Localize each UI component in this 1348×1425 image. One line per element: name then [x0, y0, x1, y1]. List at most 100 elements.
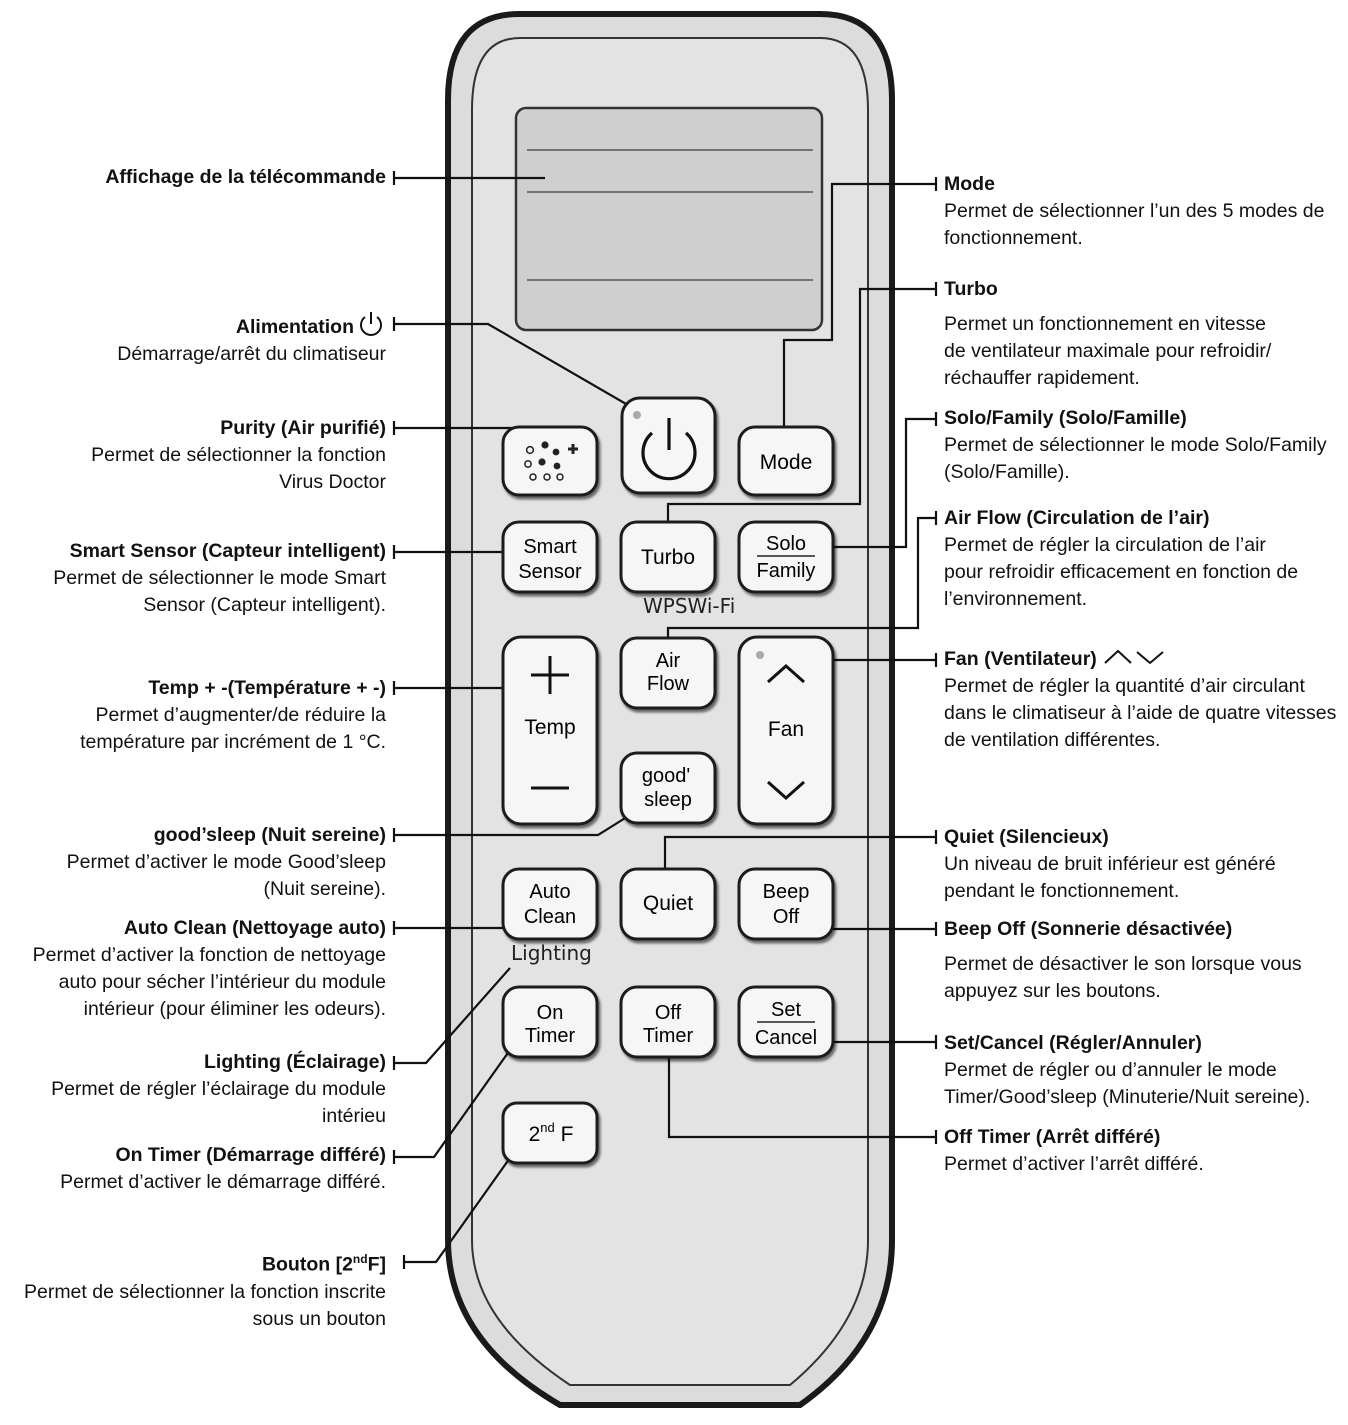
callout-temp-title: Temp + -(Température + -): [148, 677, 386, 699]
callout-power-title: Alimentation: [235, 316, 354, 338]
callout-airflow-desc: Permet de régler la circulation de l’air…: [944, 534, 1299, 610]
callout-goodsleep-title: good’sleep (Nuit sereine): [153, 824, 386, 846]
solo-family-button[interactable]: Solo Family: [737, 520, 835, 594]
plus-icon: [531, 656, 569, 694]
callout-smart: Smart Sensor (Capteur intelligent) Perme…: [53, 538, 386, 619]
callout-mode-title: Mode: [944, 173, 995, 195]
mode-button-label: Mode: [760, 451, 813, 474]
air-flow-label-1: Air: [656, 650, 681, 672]
callout-temp: Temp + -(Température + -) Permet d’augme…: [80, 675, 386, 756]
mode-button[interactable]: Mode: [737, 425, 835, 497]
temp-label: Temp: [524, 716, 575, 739]
beep-off-label-1: Beep: [763, 881, 810, 903]
callout-beep: Beep Off (Sonnerie désactivée) Permet de…: [944, 916, 1302, 1005]
callout-autoclean-desc: Permet d’activer la fonction de nettoyag…: [32, 944, 386, 1020]
callout-setcancel-desc: Permet de régler ou d’annuler le mode Ti…: [944, 1059, 1311, 1108]
callout-secondf-title: Bouton [2ndF]: [261, 1252, 386, 1276]
callout-solo: Solo/Family (Solo/Famille) Permet de sél…: [944, 405, 1327, 486]
callout-quiet-desc: Un niveau de bruit inférieur est généré …: [944, 853, 1276, 902]
temp-button[interactable]: Temp: [501, 635, 599, 826]
callout-power-desc: Démarrage/arrêt du climatiseur: [117, 343, 386, 365]
set-label: Set: [771, 999, 801, 1021]
callout-autoclean: Auto Clean (Nettoyage auto) Permet d’act…: [33, 915, 386, 1023]
fan-arrows-icon: [1104, 649, 1164, 665]
set-cancel-button[interactable]: Set Cancel: [737, 985, 835, 1059]
callout-turbo: Turbo Permet un fonctionnement en vitess…: [944, 276, 1271, 392]
good-sleep-button[interactable]: good' sleep: [619, 751, 717, 825]
callout-secondf: Bouton [2ndF] Permet de sélectionner la …: [24, 1246, 386, 1333]
callout-fan-title: Fan (Ventilateur): [944, 648, 1097, 670]
callout-fan: Fan (Ventilateur) Permet de régler la qu…: [944, 646, 1336, 754]
air-flow-button[interactable]: Air Flow: [619, 636, 717, 710]
callout-quiet: Quiet (Silencieux) Un niveau de bruit in…: [944, 824, 1276, 905]
callout-airflow: Air Flow (Circulation de l’air) Permet d…: [944, 505, 1298, 613]
beep-off-button[interactable]: Beep Off: [737, 867, 835, 941]
callout-lighting: Lighting (Éclairage) Permet de régler l’…: [51, 1049, 386, 1130]
callout-purity-desc: Permet de sélectionner la fonction Virus…: [91, 444, 386, 493]
callout-lighting-title: Lighting (Éclairage): [203, 1051, 386, 1073]
callout-goodsleep: good’sleep (Nuit sereine) Permet d’activ…: [67, 822, 386, 903]
callout-turbo-title: Turbo: [944, 278, 998, 300]
callout-setcancel-title: Set/Cancel (Régler/Annuler): [944, 1032, 1202, 1054]
power-symbol-icon: [360, 312, 382, 336]
power-led-icon: [633, 411, 641, 419]
callout-offtimer-desc: Permet d’activer l’arrêt différé.: [944, 1153, 1204, 1175]
purity-dots-icon: [524, 441, 578, 481]
lighting-sublabel: Lighting: [511, 941, 592, 965]
callout-beep-desc: Permet de désactiver le son lorsque vous…: [944, 953, 1302, 1002]
quiet-button-label: Quiet: [643, 892, 693, 915]
callout-beep-title: Beep Off (Sonnerie désactivée): [944, 918, 1233, 940]
callout-autoclean-title: Auto Clean (Nettoyage auto): [123, 917, 386, 939]
air-flow-label-2: Flow: [647, 673, 690, 695]
callout-solo-title: Solo/Family (Solo/Famille): [944, 407, 1187, 429]
chevron-up-icon: [767, 663, 805, 684]
callout-turbo-desc: Permet un fonctionnement en vitesse de v…: [944, 313, 1272, 389]
wps-wifi-sublabel: WPSWi-Fi: [643, 594, 736, 618]
callout-display-title: Affichage de la télécommande: [105, 166, 386, 188]
fan-label: Fan: [768, 718, 804, 741]
off-timer-label-1: Off: [655, 1002, 682, 1024]
auto-clean-label-1: Auto: [529, 881, 570, 903]
good-sleep-label-1: good': [642, 765, 690, 787]
chevron-down-icon: [767, 780, 805, 801]
callout-ontimer-desc: Permet d’activer le démarrage différé.: [60, 1171, 386, 1193]
good-sleep-label-2: sleep: [644, 789, 692, 811]
off-timer-button[interactable]: Off Timer: [619, 985, 717, 1059]
callout-mode: Mode Permet de sélectionner l’un des 5 m…: [944, 171, 1324, 252]
callout-goodsleep-desc: Permet d’activer le mode Good’sleep (Nui…: [66, 851, 386, 900]
callout-purity-title: Purity (Air purifié): [220, 417, 386, 439]
callout-power: Alimentation Démarrage/arrêt du climatis…: [117, 311, 386, 368]
callout-mode-desc: Permet de sélectionner l’un des 5 modes …: [944, 200, 1325, 249]
on-timer-label-2: Timer: [525, 1025, 576, 1047]
power-icon: [641, 418, 697, 481]
turbo-button-label: Turbo: [641, 546, 695, 569]
callout-ontimer: On Timer (Démarrage différé) Permet d’ac…: [60, 1142, 386, 1196]
fan-button[interactable]: Fan: [737, 635, 835, 826]
on-timer-label-1: On: [537, 1002, 564, 1024]
callout-lighting-desc: Permet de régler l’éclairage du module i…: [51, 1078, 386, 1127]
callout-secondf-desc: Permet de sélectionner la fonction inscr…: [23, 1280, 386, 1330]
second-f-button[interactable]: 2nd F: [501, 1101, 599, 1165]
solo-label: Solo: [766, 533, 806, 555]
on-timer-button[interactable]: On Timer: [501, 985, 599, 1059]
fan-led-icon: [756, 651, 764, 659]
smart-sensor-button[interactable]: Smart Sensor: [501, 520, 599, 594]
cancel-label: Cancel: [755, 1027, 817, 1049]
smart-sensor-label-1: Smart: [523, 536, 577, 558]
callout-airflow-title: Air Flow (Circulation de l’air): [944, 507, 1210, 529]
callout-solo-desc: Permet de sélectionner le mode Solo/Fami…: [944, 434, 1327, 483]
callout-smart-desc: Permet de sélectionner le mode Smart Sen…: [53, 567, 386, 616]
turbo-button[interactable]: Turbo: [619, 520, 717, 594]
callout-offtimer: Off Timer (Arrêt différé) Permet d’activ…: [944, 1124, 1204, 1178]
second-f-label: 2nd F: [529, 1120, 574, 1146]
auto-clean-button[interactable]: Auto Clean: [501, 867, 599, 941]
family-label: Family: [757, 560, 816, 582]
purity-button[interactable]: [501, 425, 599, 497]
callout-fan-desc: Permet de régler la quantité d’air circu…: [944, 675, 1337, 751]
beep-off-label-2: Off: [773, 906, 800, 928]
power-button[interactable]: [620, 396, 717, 495]
callout-temp-desc: Permet d’augmenter/de réduire la tempéra…: [80, 704, 386, 753]
quiet-button[interactable]: Quiet: [619, 867, 717, 941]
callout-smart-title: Smart Sensor (Capteur intelligent): [69, 540, 386, 562]
